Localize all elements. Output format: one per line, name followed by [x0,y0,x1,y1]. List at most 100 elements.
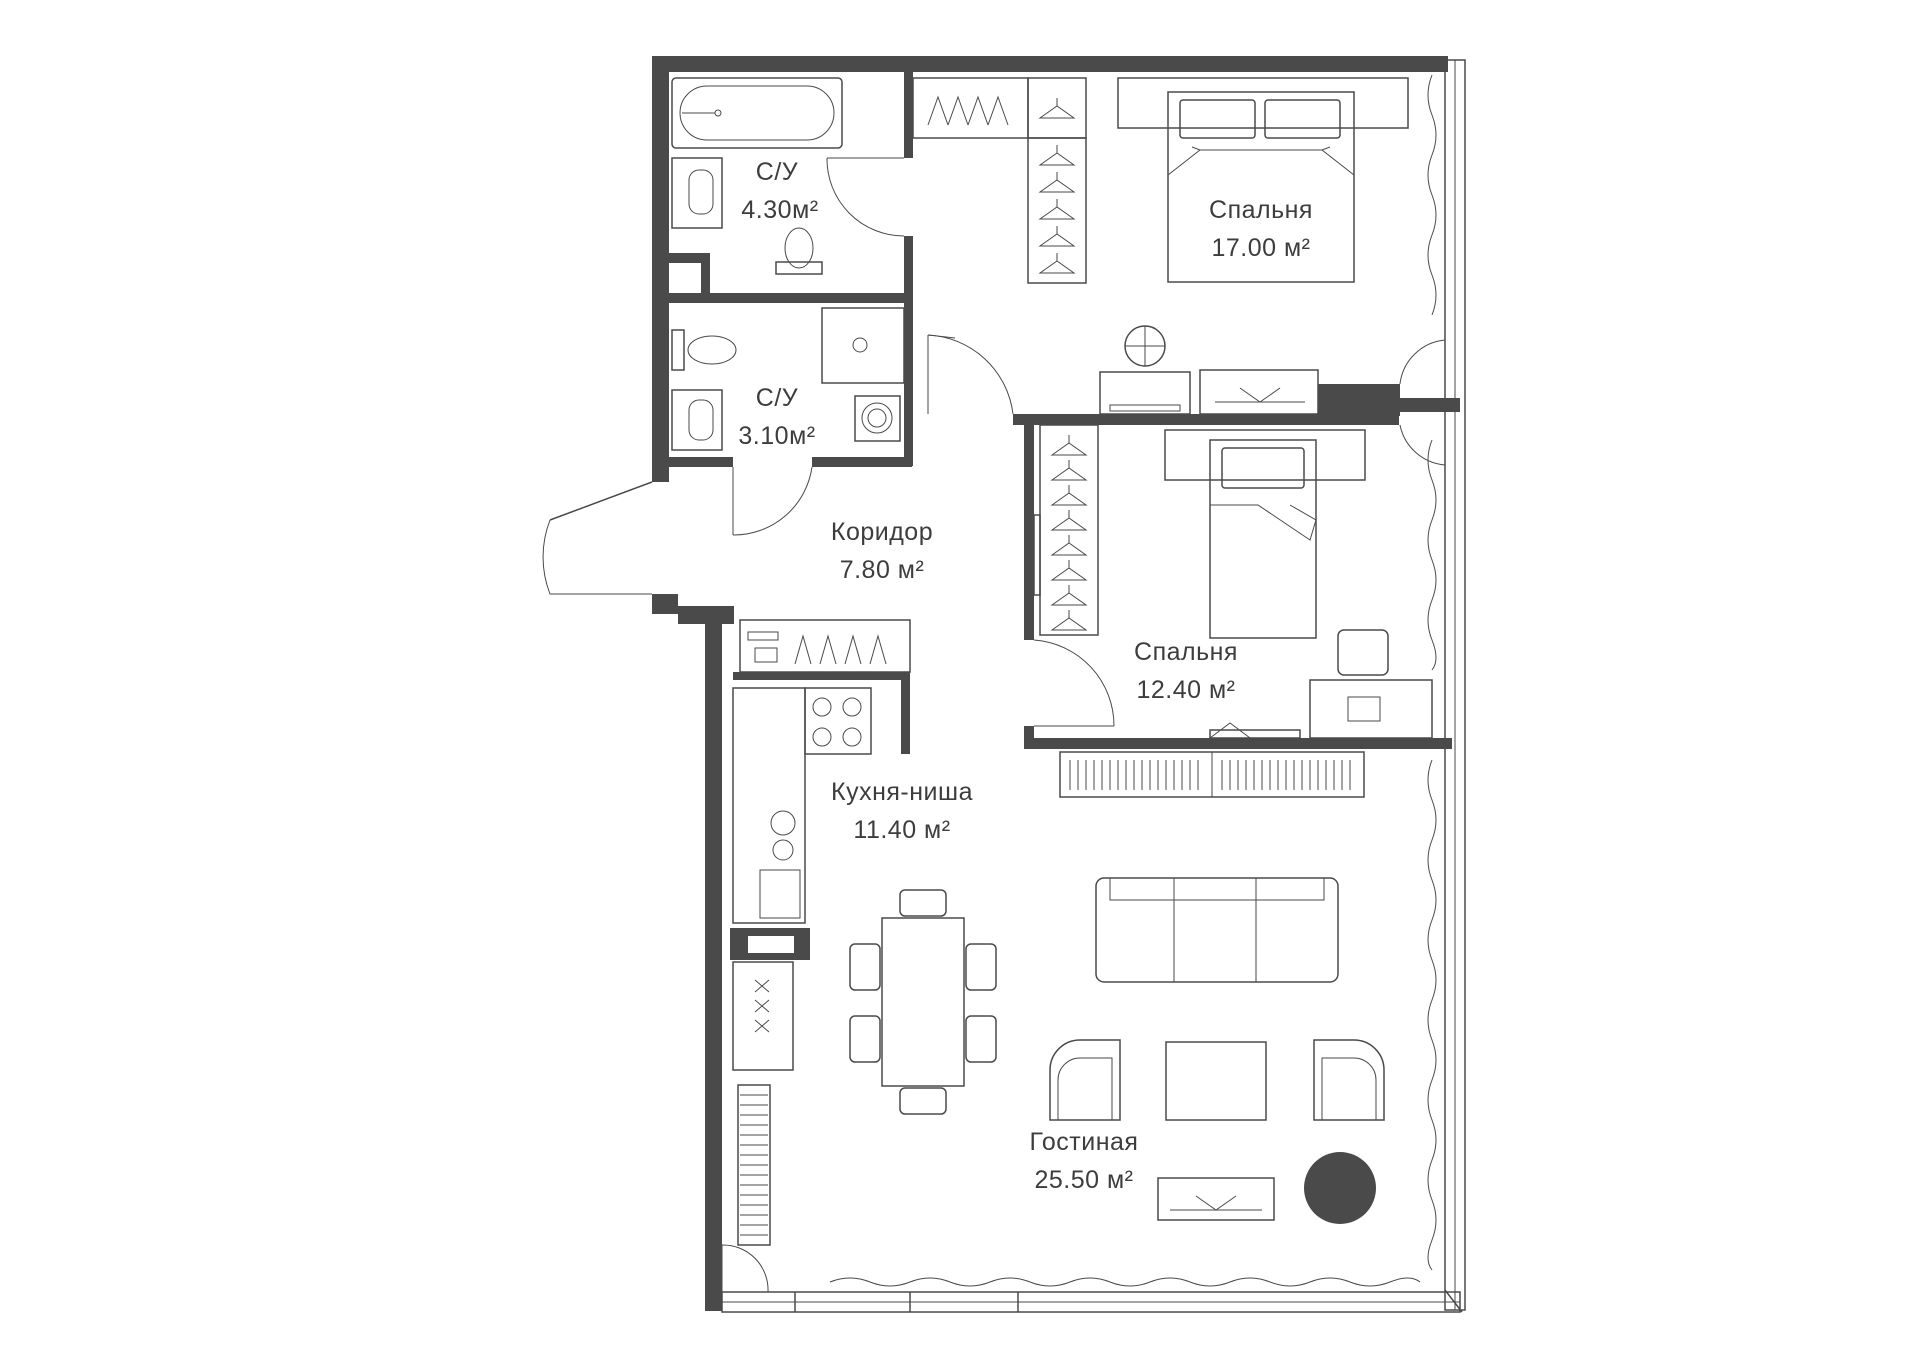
coffee-table [1165,1041,1267,1121]
room-area-bedroom2: 12.40 м² [1136,676,1235,704]
bedroom2-tv-stand [1209,729,1301,739]
bath1-toilet-tank [775,261,823,275]
bedroom2-door-swing [1033,639,1115,727]
bath2-toilet-icon [687,335,737,365]
hanger-icon [1050,535,1088,556]
room-name-bedroom1: Спальня [1209,196,1313,224]
double-bed [1167,91,1355,283]
stove [804,687,872,755]
armchair-right [1313,1039,1385,1121]
sofa-back [1109,877,1325,901]
dining-chair [965,943,997,991]
hanger-icon [1050,585,1088,606]
doors [542,157,1446,1293]
room-name-bath1: С/У [756,158,798,186]
hanger-icon [1050,560,1088,581]
wall-bedroom2-bottom-stub [1024,726,1034,749]
room-name-kitchen: Кухня-ниша [831,778,973,806]
bedroom1-desk [1099,371,1191,415]
burner-icon [812,697,832,717]
tv-icon [1215,387,1305,403]
living-door-swing [721,1244,769,1293]
shaft-void [748,936,794,953]
hanger-icon [1050,485,1088,506]
bedroom2-desk [1309,679,1433,739]
wardrobe-corridor-top [912,77,1087,284]
wardrobe-bedroom2 [1033,424,1099,636]
dishwasher-icon [759,869,801,919]
hanger-icon [1038,172,1076,193]
window-corner [1444,1289,1463,1313]
armchair-left-seat [1057,1057,1113,1120]
hanger-icon [819,634,837,665]
washing-machine-door-icon [867,408,887,428]
burner-icon [842,727,862,747]
shelf-cross-icon [754,979,770,1033]
living-furniture [1049,751,1385,1224]
bedroom1-desk-drawer [1109,404,1181,412]
bath1-fixtures [671,77,843,275]
wall-entrance-stub [652,594,678,614]
bedroom1-door-swing [927,334,1014,415]
bath2-fixtures [671,307,905,451]
stool-seat-icon [1125,326,1165,366]
shower-drain-icon [852,337,868,353]
kitchen-pantry [732,961,794,1071]
desk-chair [1337,629,1389,676]
laptop-icon [1347,696,1381,722]
bath1-sink-counter [671,157,723,229]
entrance-door-leaf [549,481,653,521]
bathtub-inner [679,85,835,141]
bath2-door-swing [732,466,813,536]
room-name-bath2: С/У [756,384,798,412]
wardrobe-right-body [1027,77,1087,139]
bedroom2-headboard-shelf [1164,429,1366,481]
sofa [1095,877,1339,983]
bathtub [671,77,843,149]
hanger-icon [1050,435,1088,456]
living-tv-stand [1157,1177,1275,1221]
kitchen-sink-icon [772,839,794,861]
wall-bedroom2-left [1024,414,1034,640]
wall-bath-divider [669,293,912,303]
room-area-corridor: 7.80 м² [840,556,925,584]
room-name-corridor: Коридор [831,518,933,546]
dining-table [881,917,965,1087]
books-icon [1069,760,1351,790]
kitchen-bookcase [737,1084,771,1246]
bath1-door-swing [826,157,905,237]
shirt-icon [747,631,779,663]
pillow-left [1179,99,1256,139]
wall-kitchen-top [733,672,909,680]
wall-bedroom2-bottom [1024,738,1452,749]
bath1-toilet-icon [784,227,814,269]
dining-chair [849,1015,881,1063]
hanger-icon [1038,226,1076,247]
bedroom1-furniture [1099,77,1409,415]
hanger-icon [927,95,1009,126]
wardrobe-kitchen-body [739,619,911,673]
room-labels: С/У 4.30м² С/У 3.10м² Спальня 17.00 м² К… [738,158,1313,1194]
single-bed [1209,439,1317,639]
pillow-right [1264,99,1341,139]
burner-icon [842,697,862,717]
wall-bath2-bottom-left [669,457,733,467]
walls [652,56,1466,1313]
balcony-door-swing-2 [1399,424,1446,466]
kitchen-sink-icon [770,810,796,836]
wall-bath2-bottom-right [812,457,912,467]
wall-bedrooms-divider [1013,414,1399,425]
wall-bath1-right-bottom [904,236,913,303]
hanger-icon [844,634,862,665]
wall-left-upper [652,56,669,482]
wardrobe-vertical-body [1027,137,1087,284]
living-tv-icon [1170,1195,1262,1211]
armchair-right-seat [1321,1057,1377,1120]
armchair-left [1049,1039,1121,1121]
room-area-living: 25.50 м² [1034,1166,1133,1194]
dining-chair [849,943,881,991]
bath2-sink-icon [688,399,714,441]
single-bed-duvet-icon [1210,504,1317,541]
entrance-door-swing [542,519,652,595]
